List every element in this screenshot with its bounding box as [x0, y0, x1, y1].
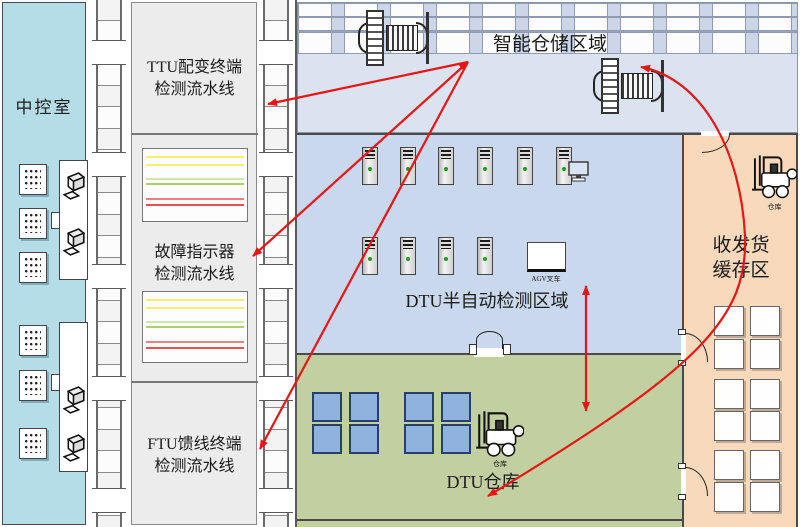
dtu-test-label: DTU半自动检测区域 — [405, 291, 569, 311]
indicator-line — [146, 183, 244, 185]
ttu-line-label-1: TTU配变终端 — [146, 59, 243, 76]
zone-line-column — [131, 2, 257, 525]
agv-label: AGV叉车 — [531, 275, 561, 283]
indicator-line — [146, 341, 244, 343]
control-panel-icon — [19, 252, 47, 283]
indicator-line — [146, 156, 244, 158]
storage-cell — [750, 482, 780, 512]
control-panel-icon — [19, 428, 47, 459]
pallet-icon — [312, 424, 342, 454]
smart-warehouse-label: 智能仓储区域 — [492, 34, 607, 55]
door-gap — [474, 348, 504, 357]
line-column-divider-1 — [131, 133, 258, 135]
dtu-storage-label: DTU仓库 — [446, 472, 520, 492]
control-panel-icon — [19, 370, 47, 401]
storage-cell — [714, 379, 744, 409]
storage-cell — [714, 306, 744, 336]
pallet-icon — [404, 392, 434, 422]
fault-line-label-2: 检测流水线 — [154, 266, 235, 283]
indicator-line — [146, 347, 244, 349]
buffer-label-2: 缓存区 — [712, 260, 770, 281]
pallet-icon — [312, 392, 342, 422]
test-cabinet-icon — [477, 147, 493, 185]
ftu-line-label-1: FTU馈线终端 — [147, 436, 242, 453]
pallet-icon — [441, 424, 471, 454]
pallet-icon — [349, 424, 379, 454]
indicator-line — [146, 198, 244, 200]
ftu-line-label-2: 检测流水线 — [154, 458, 235, 475]
test-cabinet-icon — [438, 237, 454, 275]
forklift-icon — [476, 404, 525, 458]
rack-row — [298, 3, 797, 17]
fault-indicator-test-bench — [142, 291, 248, 363]
indicator-line — [146, 307, 244, 309]
storage-cell — [750, 306, 780, 336]
pallet-icon — [441, 392, 471, 422]
door-jamb — [678, 494, 686, 500]
test-cabinet-icon — [362, 147, 378, 185]
control-panel-icon — [19, 164, 47, 195]
door-arc — [476, 331, 503, 349]
test-cabinet-icon — [517, 147, 533, 185]
fault-indicator-test-bench — [142, 148, 248, 222]
indicator-line — [146, 204, 244, 206]
storage-cell — [714, 482, 744, 512]
conveyor-track-right — [259, 0, 293, 527]
pallet-icon — [404, 424, 434, 454]
test-cabinet-icon — [362, 237, 378, 275]
indicator-line — [146, 326, 244, 328]
door-jamb — [469, 344, 477, 355]
control-room-label: 中控室 — [15, 98, 73, 117]
wall-green-bottom — [297, 519, 682, 521]
workstation-monitor-icon — [61, 432, 88, 465]
control-panel-icon — [19, 208, 47, 239]
control-panel-icon — [19, 325, 47, 356]
storage-cell — [750, 379, 780, 409]
fault-line-label-1: 故障指示器 — [154, 244, 235, 261]
forklift-icon — [752, 148, 798, 200]
test-cabinet-icon — [477, 237, 493, 275]
pallet-icon — [349, 392, 379, 422]
stacker-crane-icon — [593, 58, 675, 114]
door-jamb — [678, 360, 686, 366]
pc-monitor-icon — [568, 161, 590, 183]
storage-cell — [750, 411, 780, 441]
door-jamb — [678, 329, 686, 335]
agv-station-icon — [527, 242, 566, 272]
door-jamb — [503, 344, 511, 355]
conveyor-track-left — [92, 0, 126, 527]
test-cabinet-icon — [400, 147, 416, 185]
indicator-line — [146, 178, 244, 180]
rack-aisle-line — [298, 31, 797, 32]
test-cabinet-icon — [438, 147, 454, 185]
workstation-monitor-icon — [61, 226, 88, 259]
buffer-label-1: 收发货 — [712, 235, 770, 256]
storage-cell — [750, 339, 780, 369]
workstation-monitor-icon — [61, 384, 88, 417]
storage-cell — [750, 450, 780, 480]
workstation-monitor-icon — [61, 170, 88, 203]
indicator-line — [146, 321, 244, 323]
line-column-divider-2 — [131, 381, 258, 383]
desk-side-unit — [51, 374, 60, 391]
stacker-crane-icon — [358, 10, 440, 66]
indicator-line — [146, 299, 244, 301]
door-jamb — [678, 463, 686, 469]
storage-cell — [714, 411, 744, 441]
storage-cell — [714, 450, 744, 480]
storage-cell — [714, 339, 744, 369]
forklift-label: 仓库 — [767, 203, 782, 211]
ttu-line-label-2: 检测流水线 — [154, 81, 235, 98]
test-cabinet-icon — [400, 237, 416, 275]
indicator-line — [146, 164, 244, 166]
desk-side-unit — [51, 212, 60, 229]
